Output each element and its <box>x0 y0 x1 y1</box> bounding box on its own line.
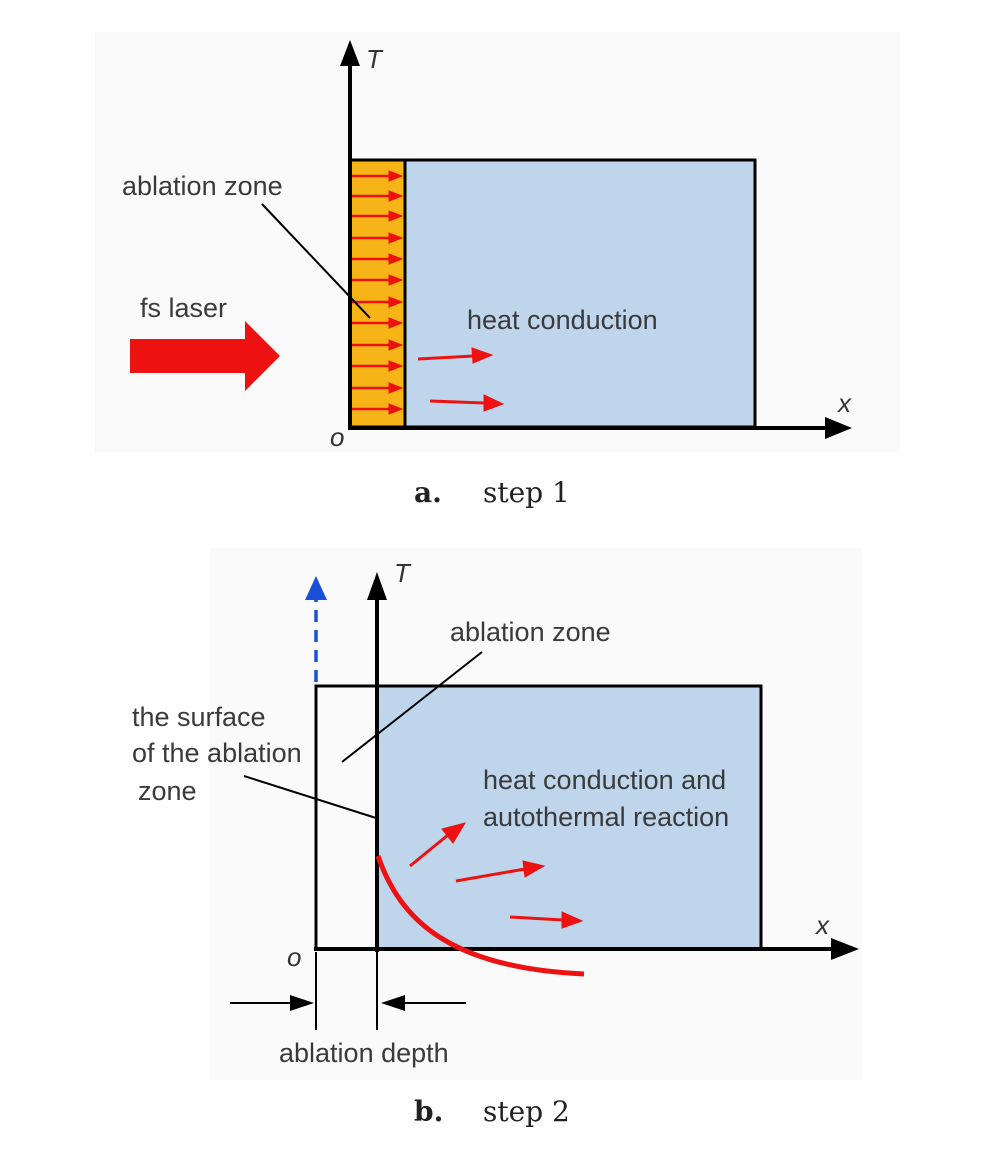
ablation-arrow <box>352 274 404 286</box>
caption-b-text: step 2 <box>483 1095 570 1128</box>
ablation-zone-leader <box>341 651 483 763</box>
material-block <box>375 684 763 951</box>
ablation-zone-label: ablation zone <box>122 171 283 201</box>
ablation-arrow <box>352 296 404 308</box>
ablation-arrow <box>352 190 404 202</box>
ablation-arrow <box>352 170 404 182</box>
x-axis-label: x <box>814 910 830 940</box>
ablation-zone-region <box>348 158 407 429</box>
temperature-front-curve <box>375 855 585 977</box>
x-axis-label: x <box>836 388 852 418</box>
ablation-depth-label: ablation depth <box>279 1038 449 1068</box>
t-axis-arrowhead <box>340 40 360 66</box>
heat-arrow <box>429 394 505 412</box>
origin-label: o <box>330 422 344 452</box>
heat-text-line-2: autothermal reaction <box>483 802 729 832</box>
ablation-arrows <box>352 170 404 415</box>
heat-arrows-a <box>417 347 505 412</box>
axes-b <box>314 572 859 960</box>
heat-arrow <box>509 911 584 929</box>
heat-arrows-b <box>409 822 584 929</box>
surface-label-line-2: of the ablation <box>132 738 302 768</box>
x-axis-arrowhead <box>831 938 859 960</box>
panel-a: T x o ablation zone fs laser heat conduc… <box>95 32 900 452</box>
ablation-arrow <box>352 210 404 222</box>
ablation-arrow <box>352 339 404 351</box>
caption-a-text: step 1 <box>483 476 570 509</box>
surface-label-line-1: the surface <box>132 702 266 732</box>
origin-label: o <box>287 942 301 972</box>
ablation-zone-label: ablation zone <box>450 617 611 647</box>
material-block <box>403 158 757 429</box>
fs-laser-label: fs laser <box>140 293 227 323</box>
x-axis-arrowhead <box>825 417 852 439</box>
t-axis-label: T <box>366 44 384 74</box>
ablation-arrow <box>352 253 404 265</box>
t-axis-arrowhead <box>367 572 387 600</box>
heat-arrow <box>455 860 546 883</box>
heat-text-line-1: heat conduction and <box>483 765 726 795</box>
depth-arrow-left-head-icon <box>290 995 314 1011</box>
heat-arrow <box>409 822 467 868</box>
ablation-arrow <box>352 360 404 372</box>
ablation-arrow <box>352 317 404 329</box>
caption-b-letter: b. <box>414 1095 443 1128</box>
surface-label-line-3: zone <box>138 776 197 806</box>
ablation-arrow <box>352 232 404 244</box>
ablation-zone-leader <box>261 203 371 319</box>
ablation-arrow <box>352 403 404 415</box>
depth-arrow-right-head-icon <box>381 995 405 1011</box>
surface-leader <box>243 775 377 819</box>
ablation-depth-indicator <box>230 952 466 1030</box>
caption-a-letter: a. <box>414 476 442 509</box>
heat-conduction-label: heat conduction <box>467 305 658 335</box>
panel-b: T x o ablation zone the surface of the a… <box>132 548 862 1080</box>
t-axis-label: T <box>394 558 412 588</box>
axes-a <box>340 40 852 439</box>
fs-laser-arrow <box>130 321 280 391</box>
heat-arrow <box>417 347 494 364</box>
dashed-shift-arrowhead-icon <box>305 576 327 600</box>
ablation-arrow <box>352 382 404 394</box>
